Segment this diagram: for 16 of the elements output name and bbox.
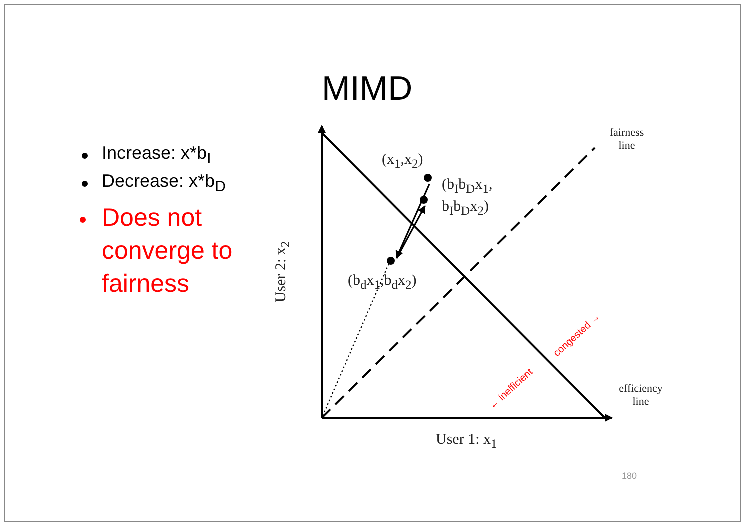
- bullet-item: Decrease: x*b$_{D}$: [102, 171, 226, 196]
- data-point-dot: [387, 257, 395, 265]
- arrow: [396, 184, 430, 260]
- point-label: (x$_{1}$,x$_{2}$): [382, 152, 424, 172]
- point-label: (b$_{d}$x$_{1}$,b$_{d}$x$_{2}$): [348, 273, 417, 293]
- bullet-item: Increase: x*b$_{I}$: [102, 143, 212, 168]
- data-point-dot: [424, 174, 432, 182]
- axis-label: User 1: x$_{1}$: [436, 432, 498, 452]
- line-label: fairness line: [608, 127, 646, 153]
- data-point-dot: [420, 196, 428, 204]
- page-number: 180: [622, 471, 638, 481]
- slide-title: MIMD: [322, 70, 413, 109]
- line-label: efficiency line: [618, 383, 664, 409]
- arrow: [396, 205, 426, 259]
- point-label: (b$_{I}$b$_{D}$x$_{1}$, b$_{I}$b$_{D}$x$_{2}$): [442, 176, 494, 220]
- bullet-item: Does not converge to fairness: [102, 203, 234, 300]
